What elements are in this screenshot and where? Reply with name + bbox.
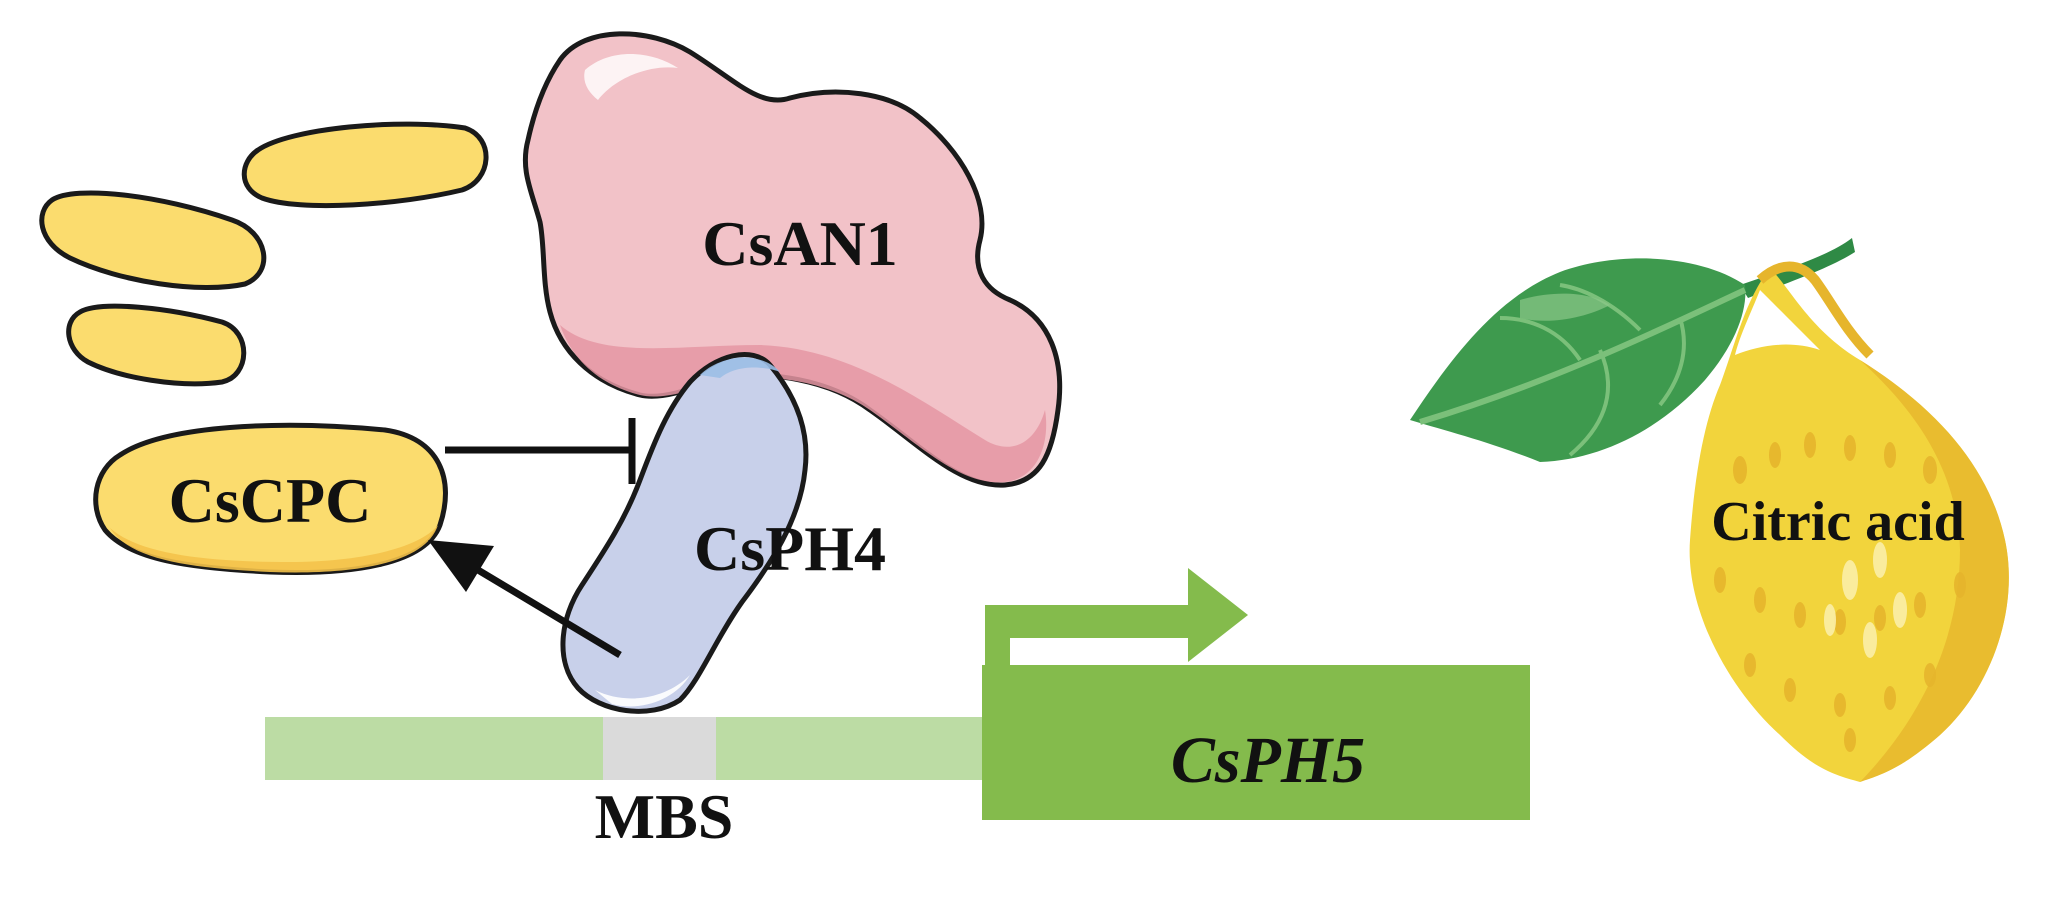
lemon-stem-loop (1756, 261, 1874, 359)
csph4-protein: CsPH4 (560, 351, 886, 714)
activation-arrowhead (428, 540, 494, 592)
csph4-shape (560, 351, 809, 714)
activation-arrow (428, 540, 622, 659)
csan1-shadow (560, 325, 1047, 483)
csph4-highlight (595, 675, 690, 707)
tss-arrow-shape (985, 568, 1248, 665)
csph4-label: CsPH4 (694, 513, 886, 584)
csan1-protein: CsAN1 (522, 31, 1063, 488)
csph5-label: CsPH5 (1171, 724, 1365, 797)
yellow-blob-1 (241, 121, 489, 209)
mbs-label: MBS (595, 781, 734, 852)
csan1-label: CsAN1 (702, 208, 898, 279)
lemon-pulp-dots (1714, 432, 1966, 752)
promoter-region: MBS (265, 717, 985, 852)
csph4-topshade (700, 357, 780, 378)
yellow-blob-3 (66, 303, 247, 387)
lemon-illustration: Citric acid (1410, 238, 2009, 782)
activation-line (476, 566, 622, 659)
cscpc-label: CsCPC (169, 465, 372, 536)
leaf-patch (1520, 293, 1610, 321)
citric-acid-label: Citric acid (1711, 491, 1964, 553)
cscpc-shadow (110, 525, 438, 573)
leaf-vein-4 (1658, 317, 1686, 407)
leaf-vein-3 (1568, 349, 1610, 457)
lemon-body (1689, 268, 2009, 782)
yellow-protein-blobs (39, 121, 489, 387)
inhibition-arrow (445, 418, 636, 484)
cscpc-shape (93, 422, 448, 575)
csan1-highlight (584, 54, 678, 100)
lemon-highlights (1824, 542, 1907, 658)
csph5-box (982, 665, 1530, 820)
csph5-gene: CsPH5 (982, 665, 1530, 820)
cscpc-protein: CsCPC (93, 422, 448, 575)
lemon-shade (1860, 360, 2009, 782)
leaf-midrib (1419, 287, 1747, 425)
yellow-blob-2 (39, 190, 267, 290)
leaf-vein-1 (1559, 283, 1642, 332)
leaf-blade (1410, 258, 1746, 462)
lemon-top-cutaway (1735, 290, 1820, 355)
mbs-box (603, 717, 716, 780)
transcription-start-arrow (985, 568, 1248, 665)
leaf-vein-2 (1499, 316, 1582, 362)
